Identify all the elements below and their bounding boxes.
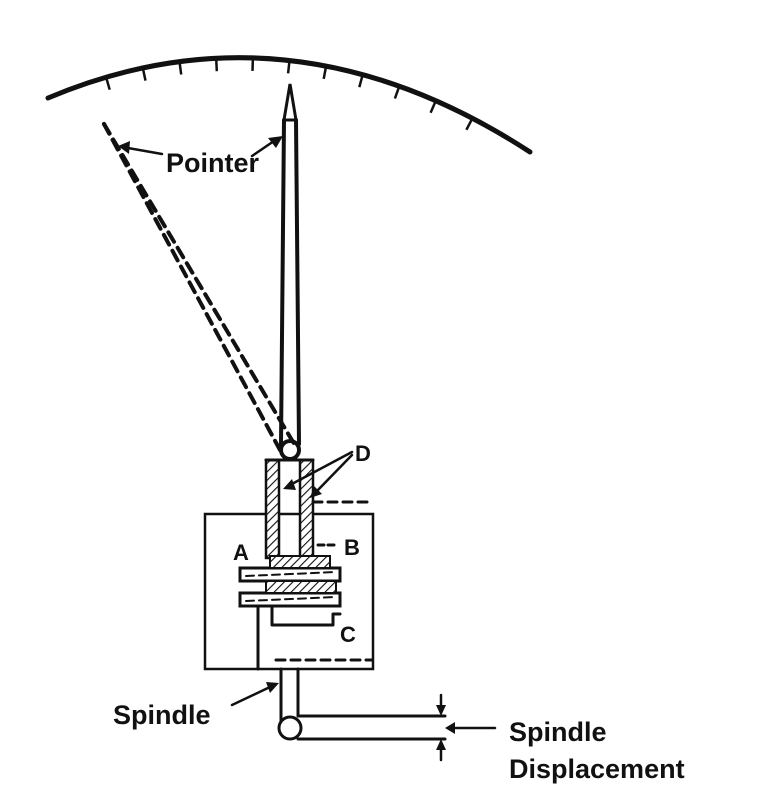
- scale-tick: [104, 76, 111, 91]
- label-b: B: [344, 535, 360, 560]
- pointer-needle: [279, 83, 301, 446]
- scale-tick: [322, 65, 328, 80]
- spindle-label: Spindle: [113, 700, 211, 730]
- scale-tick: [393, 85, 401, 99]
- pointer-leaders: [118, 136, 283, 158]
- scale-tick: [178, 61, 183, 75]
- pointer-pivot: [279, 439, 301, 461]
- dial-scale-ticks: [104, 57, 474, 131]
- member-c: [256, 604, 342, 671]
- spindle-rod: [277, 667, 447, 741]
- spindle-leader: [230, 682, 279, 707]
- sleeve-d: [264, 458, 315, 560]
- scale-tick: [214, 58, 219, 72]
- label-a: A: [233, 540, 249, 565]
- scale-tick: [429, 100, 437, 114]
- scale-tick: [358, 74, 364, 88]
- label-c: C: [340, 622, 356, 647]
- mechanism-housing: [203, 512, 375, 671]
- label-d: D: [355, 441, 371, 466]
- scale-tick: [286, 60, 291, 74]
- spindle-displacement-label-line2: Displacement: [509, 754, 685, 784]
- pointer-label: Pointer: [166, 148, 260, 178]
- displacement-arrows: [436, 693, 497, 762]
- spindle-displacement-label-line1: Spindle: [509, 717, 607, 747]
- dashed-outline-b: [311, 500, 374, 547]
- deflected-pointer-dashed: [102, 122, 298, 452]
- scale-tick: [465, 117, 474, 131]
- d-leaders: [283, 450, 354, 498]
- scale-tick: [141, 67, 147, 81]
- threaded-plates: [238, 555, 342, 608]
